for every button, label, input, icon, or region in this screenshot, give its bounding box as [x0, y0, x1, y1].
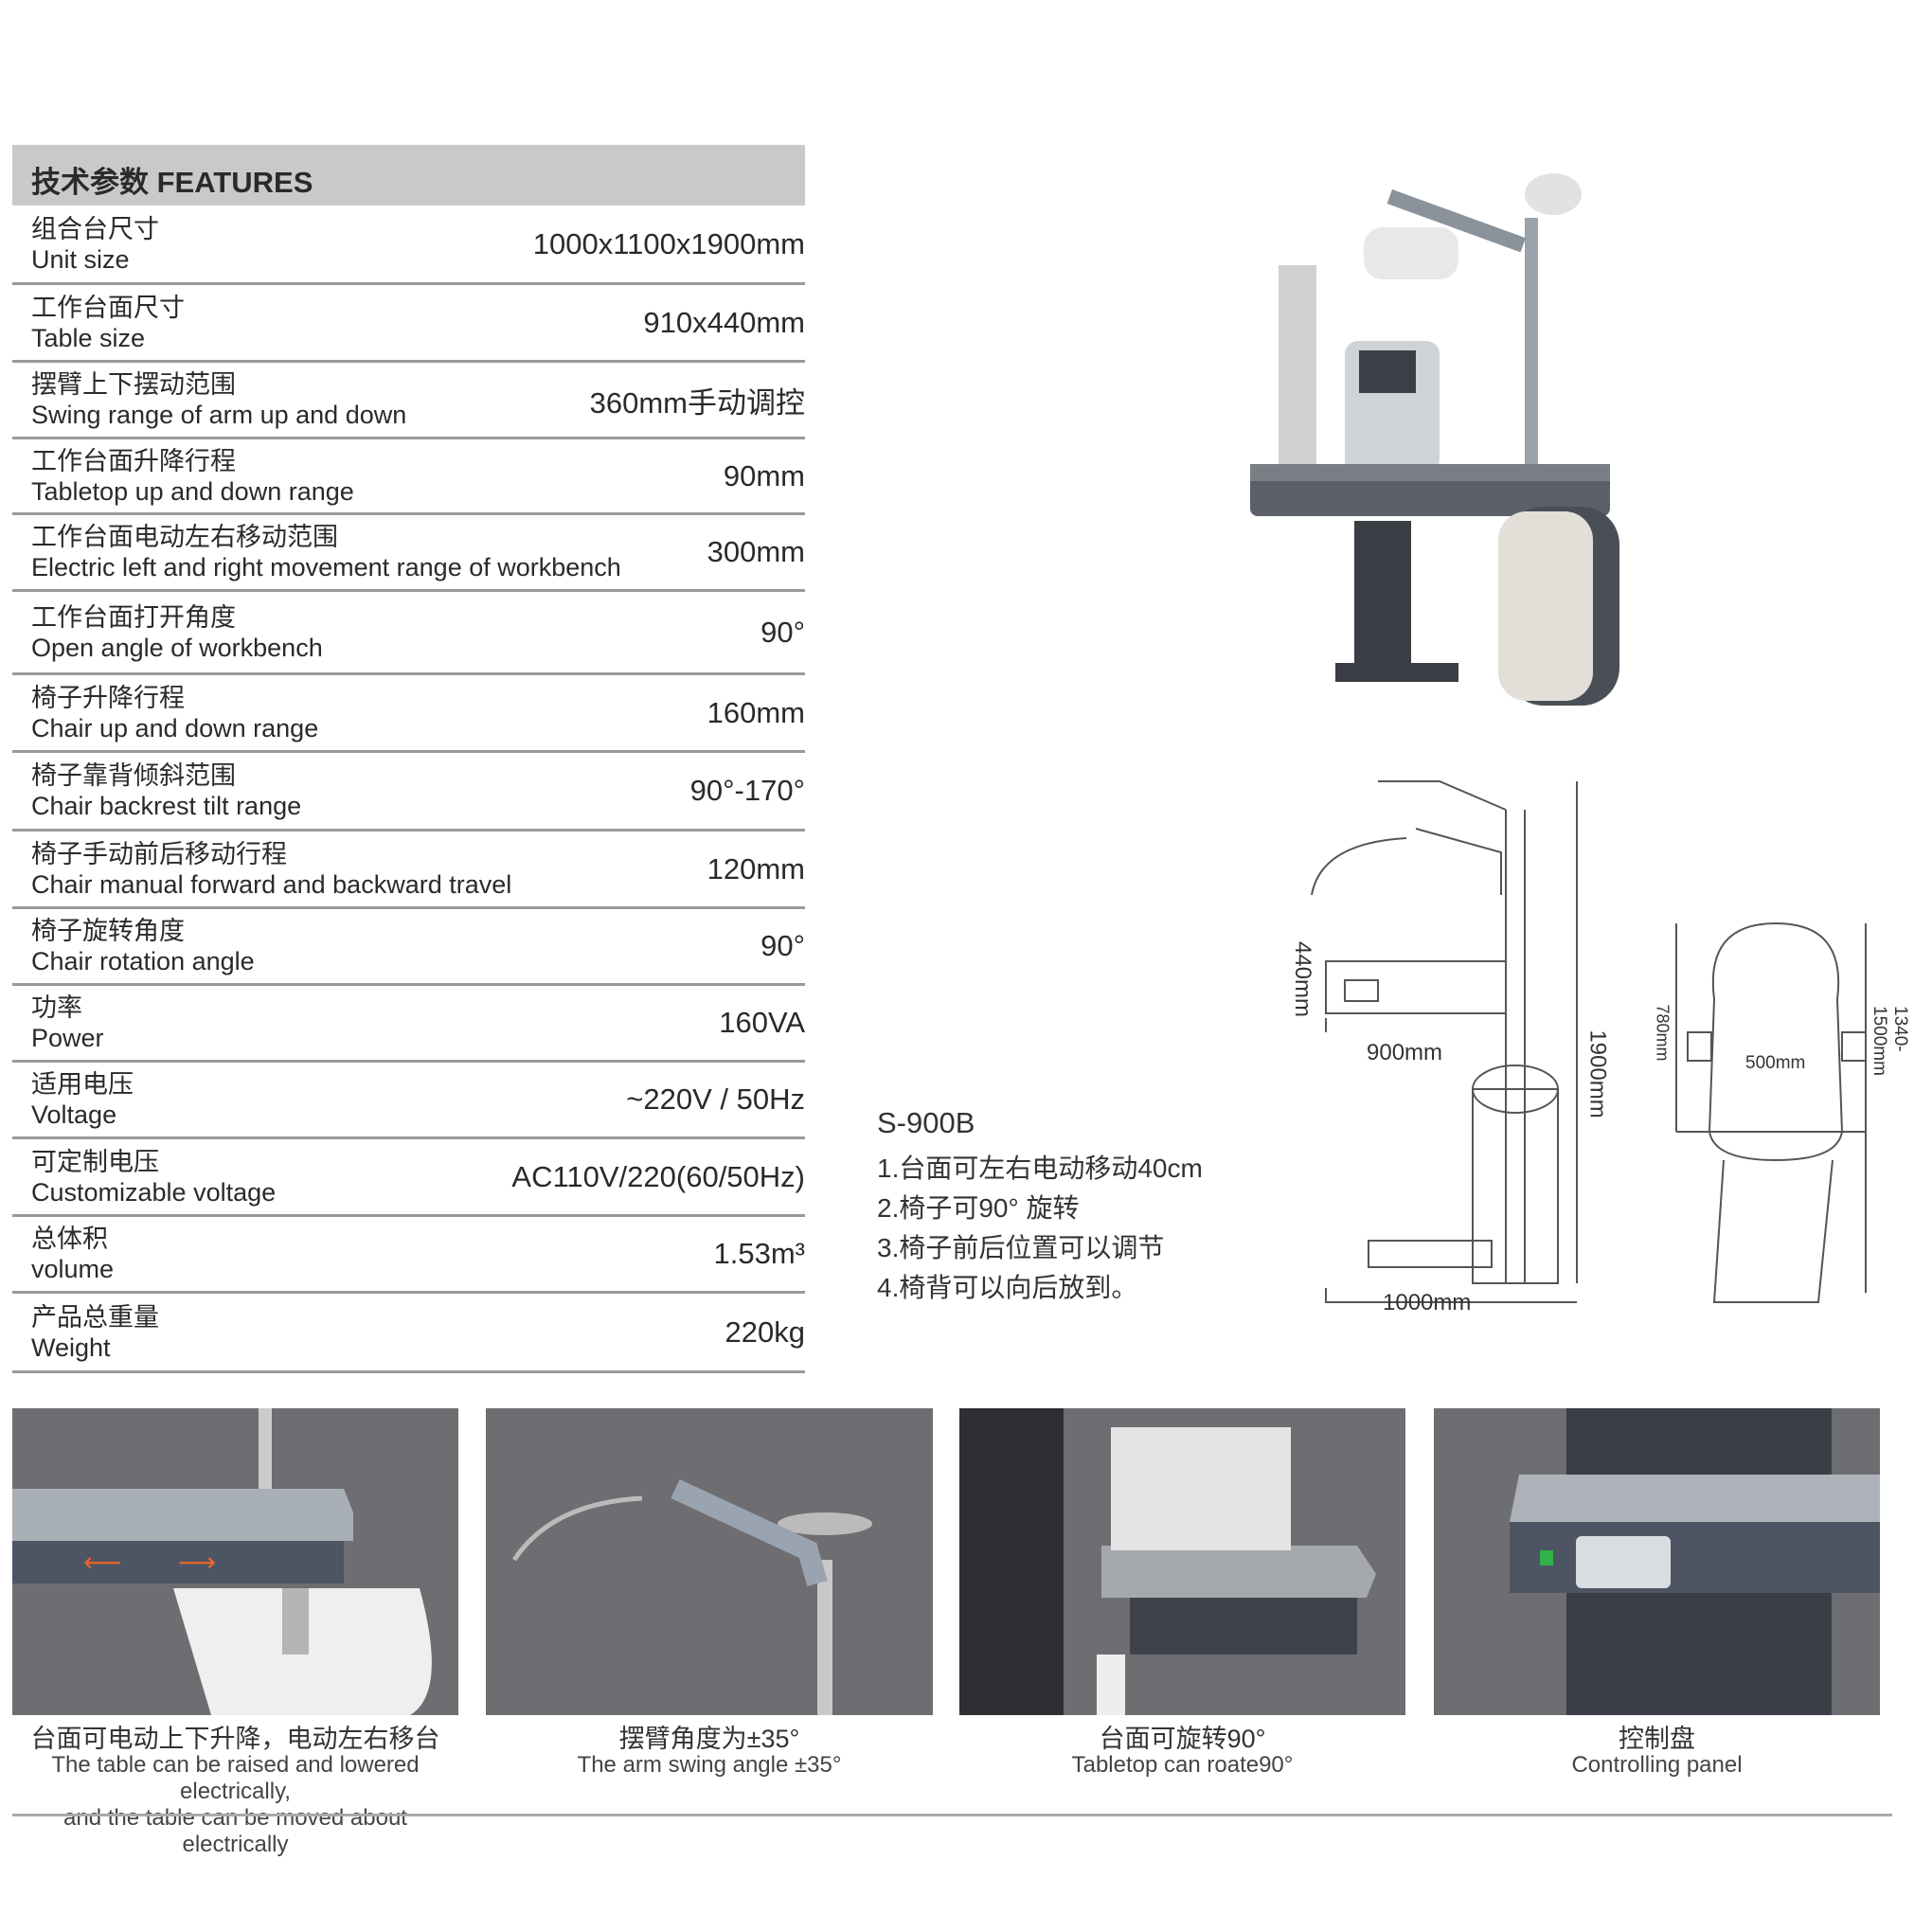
- bottom-divider: [12, 1814, 1892, 1816]
- dim-1900: 1900mm: [1584, 1029, 1611, 1118]
- model-notes: S-900B 1.台面可左右电动移动40cm 2.椅子可90° 旋转 3.椅子前…: [877, 1103, 1203, 1308]
- spec-label-en: Weight: [31, 1333, 111, 1362]
- spec-value: 90mm: [723, 458, 805, 492]
- spec-value: 160VA: [719, 1006, 805, 1039]
- dim-500: 500mm: [1745, 1053, 1806, 1073]
- dim-440: 440mm: [1290, 940, 1316, 1018]
- photo-arm-swing: [486, 1408, 933, 1715]
- spec-label-en: Swing range of arm up and down: [31, 401, 407, 429]
- spec-label-en: Chair up and down range: [31, 713, 319, 742]
- spec-value: 300mm: [707, 535, 805, 568]
- spec-label-en: Unit size: [31, 244, 130, 274]
- photo-control-panel: [1434, 1408, 1880, 1715]
- caption-cn: 台面可电动上下升降，电动左右移台: [30, 1725, 440, 1753]
- spec-value: 220kg: [724, 1315, 805, 1349]
- spec-value: 910x440mm: [643, 305, 805, 339]
- caption-table-lift: 台面可电动上下升降，电动左右移台 The table can be raised…: [12, 1726, 458, 1858]
- caption-en: Controlling panel: [1571, 1752, 1743, 1778]
- spec-label-en: Voltage: [31, 1100, 117, 1129]
- spec-label-en: volume: [31, 1255, 115, 1283]
- dim-780: 780mm: [1653, 1004, 1673, 1062]
- spec-label-cn: 适用电压: [31, 1070, 134, 1099]
- spec-label-en: Tabletop up and down range: [31, 476, 354, 506]
- side-dimension-diagram: [1311, 780, 1578, 1303]
- features-header: 技术参数 FEATURES: [12, 145, 805, 206]
- spec-label-cn: 椅子手动前后移动行程: [31, 839, 287, 868]
- spec-value: 120mm: [707, 851, 805, 886]
- svg-text:⟶: ⟶: [178, 1547, 216, 1577]
- model-name: S-900B: [877, 1106, 975, 1139]
- spec-label-cn: 椅子升降行程: [31, 683, 185, 712]
- dim-900: 900mm: [1367, 1040, 1443, 1065]
- photo-tabletop-rotate: [959, 1408, 1405, 1715]
- spec-value: ~220V / 50Hz: [626, 1082, 805, 1116]
- spec-label-cn: 功率: [31, 993, 82, 1022]
- spec-label-en: Electric left and right movement range o…: [31, 553, 621, 581]
- caption-cn: 台面可旋转90°: [1099, 1725, 1266, 1753]
- svg-text:⟵: ⟵: [83, 1547, 121, 1577]
- spec-label-cn: 工作台面升降行程: [31, 446, 236, 475]
- spec-label-en: Customizable voltage: [31, 1177, 277, 1207]
- dim-1000: 1000mm: [1383, 1290, 1472, 1315]
- caption-cn: 摆臂角度为±35°: [618, 1725, 800, 1753]
- caption-arm-swing: 摆臂角度为±35° The arm swing angle ±35°: [486, 1726, 933, 1779]
- note: 1.台面可左右电动移动40cm: [877, 1154, 1203, 1183]
- spec-label-en: Chair manual forward and backward travel: [31, 869, 512, 899]
- spec-label-en: Table size: [31, 323, 146, 352]
- spec-value: 90°-170°: [689, 774, 805, 807]
- caption-en: Tabletop can roate90°: [1071, 1752, 1294, 1778]
- spec-value: 360mm手动调控: [589, 385, 805, 420]
- spec-label-cn: 工作台面电动左右移动范围: [31, 523, 338, 551]
- spec-value: 1000x1100x1900mm: [532, 226, 805, 260]
- spec-label-en: Chair backrest tilt range: [31, 792, 302, 820]
- spec-label-en: Chair rotation angle: [31, 947, 255, 975]
- spec-value: 1.53m³: [713, 1237, 805, 1270]
- note: 2.椅子可90° 旋转: [877, 1193, 1080, 1223]
- spec-label-cn: 可定制电压: [31, 1147, 159, 1176]
- dim-1340-1500: 1340-1500mm: [1869, 1006, 1910, 1076]
- spec-label-cn: 工作台面打开角度: [31, 602, 236, 632]
- caption-en: The table can be raised and lowered elec…: [51, 1752, 420, 1804]
- spec-label-cn: 摆臂上下摆动范围: [31, 370, 236, 399]
- spec-label-cn: 椅子旋转角度: [31, 917, 185, 945]
- caption-en: and the table can be moved about electri…: [63, 1805, 407, 1857]
- spec-label-cn: 总体积: [31, 1225, 108, 1253]
- caption-cn: 控制盘: [1619, 1725, 1695, 1753]
- spec-value: AC110V/220(60/50Hz): [511, 1159, 805, 1193]
- spec-label-en: Power: [31, 1024, 104, 1052]
- product-photo: [1250, 173, 1619, 706]
- spec-label-cn: 产品总重量: [31, 1302, 159, 1332]
- spec-label-cn: 组合台尺寸: [31, 214, 159, 243]
- caption-control-panel: 控制盘 Controlling panel: [1434, 1726, 1880, 1779]
- photo-table-lift: ⟵⟶: [12, 1408, 458, 1715]
- note: 4.椅背可以向后放到。: [877, 1273, 1138, 1302]
- spec-value: 90°: [760, 929, 805, 962]
- caption-en: The arm swing angle ±35°: [577, 1752, 842, 1778]
- caption-tabletop-rotate: 台面可旋转90° Tabletop can roate90°: [959, 1726, 1405, 1779]
- spec-value: 160mm: [707, 695, 805, 729]
- chair-dimension-diagram: [1675, 921, 1867, 1303]
- spec-label-cn: 工作台面尺寸: [31, 293, 185, 322]
- note: 3.椅子前后位置可以调节: [877, 1233, 1165, 1262]
- spec-value: 90°: [760, 615, 805, 649]
- spec-label-cn: 椅子靠背倾斜范围: [31, 761, 236, 790]
- spec-label-en: Open angle of workbench: [31, 633, 323, 662]
